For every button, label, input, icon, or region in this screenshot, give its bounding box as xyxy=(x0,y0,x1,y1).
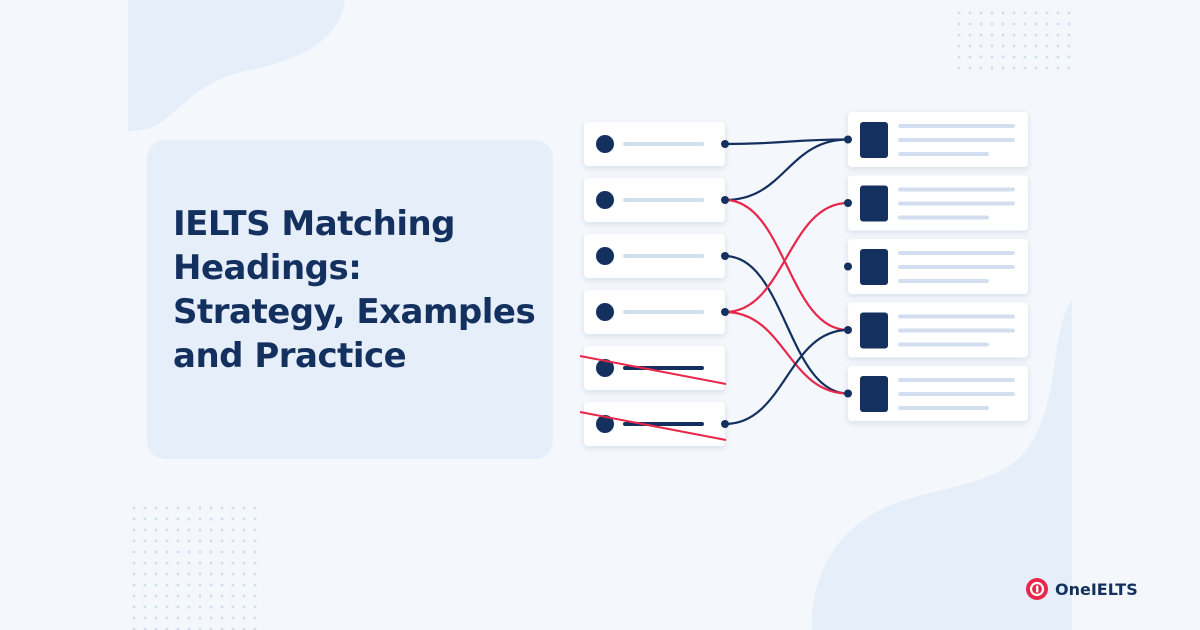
title-panel: IELTS Matching Headings: Strategy, Examp… xyxy=(147,140,553,459)
paragraph-card xyxy=(848,302,1028,358)
connector-line xyxy=(724,201,849,314)
paragraph-document-icon xyxy=(860,312,888,349)
connector-endpoint-dot xyxy=(844,199,852,207)
heading-text-line xyxy=(623,254,704,258)
top-right-dot-grid xyxy=(952,6,1074,73)
paragraph-text-line xyxy=(898,187,1015,192)
paragraph-text-line xyxy=(898,328,1015,333)
connector-line xyxy=(724,198,849,332)
paragraph-text-line xyxy=(898,215,989,220)
connector-endpoint-dot xyxy=(844,262,852,271)
heading-text-line xyxy=(623,142,704,146)
title-line-4: and Practice xyxy=(173,336,407,376)
connector-lines xyxy=(724,138,849,426)
oneielts-logo-icon xyxy=(1026,578,1048,600)
paragraph-text-line xyxy=(898,392,1015,396)
paragraph-document-icon xyxy=(860,376,888,412)
connector-line xyxy=(724,254,849,395)
heading-bullet-icon xyxy=(596,415,614,433)
heading-bullet-icon xyxy=(596,359,614,377)
paragraph-card xyxy=(848,366,1028,421)
heading-bullet-icon xyxy=(596,191,614,209)
connector-line xyxy=(724,138,849,202)
connector-endpoint-dot xyxy=(844,135,852,144)
connector-endpoint-dot xyxy=(721,140,729,148)
paragraph-document-icon xyxy=(860,185,888,222)
page-title: IELTS Matching Headings: Strategy, Examp… xyxy=(173,202,553,378)
paragraph-document-icon xyxy=(860,122,888,158)
paragraph-document-icon xyxy=(860,249,888,285)
paragraph-text-line xyxy=(898,138,1015,142)
heading-card xyxy=(584,346,725,390)
paragraph-text-line xyxy=(898,251,1015,255)
heading-card xyxy=(584,122,725,166)
brand-name: OneIELTS xyxy=(1055,579,1138,599)
strike-through-line xyxy=(579,411,727,441)
paragraph-card xyxy=(848,175,1028,231)
heading-bullet-icon xyxy=(596,247,614,265)
connector-line xyxy=(724,328,849,426)
title-line-3: Strategy, Examples xyxy=(173,292,536,332)
strike-through-line xyxy=(579,355,727,385)
brand: OneIELTS xyxy=(1026,578,1138,600)
heading-card xyxy=(584,234,725,278)
top-left-blob xyxy=(128,0,345,132)
paragraph-card xyxy=(848,112,1028,167)
connector-line xyxy=(724,310,849,395)
paragraph-text-line xyxy=(898,406,989,410)
connector-endpoint-dot xyxy=(721,420,729,428)
paragraph-text-line xyxy=(898,342,989,347)
connector-line xyxy=(724,138,849,146)
paragraph-text-line xyxy=(898,124,1015,128)
heading-text-line xyxy=(623,198,704,202)
heading-text-line xyxy=(623,310,704,314)
title-line-1: IELTS Matching xyxy=(173,204,456,244)
connector-endpoint-dot xyxy=(721,196,729,204)
heading-bullet-icon xyxy=(596,303,614,321)
heading-card xyxy=(584,402,725,446)
connector-endpoint-dot xyxy=(721,252,729,260)
paragraph-text-line xyxy=(898,279,989,283)
bottom-left-dot-grid xyxy=(126,502,259,630)
paragraph-text-line xyxy=(898,265,1015,269)
paragraph-text-line xyxy=(898,201,1015,206)
bottom-right-blob xyxy=(811,300,1072,630)
title-line-2: Headings: xyxy=(173,248,362,288)
paragraph-text-line xyxy=(898,152,989,156)
heading-bullet-icon xyxy=(596,135,614,153)
heading-card xyxy=(584,178,725,222)
heading-card xyxy=(584,290,725,334)
paragraph-card xyxy=(848,239,1028,294)
connector-endpoint-dot xyxy=(844,326,852,334)
paragraph-text-line xyxy=(898,378,1015,382)
connector-endpoint-dot xyxy=(721,308,729,316)
paragraph-text-line xyxy=(898,314,1015,319)
connector-endpoint-dot xyxy=(844,389,852,398)
